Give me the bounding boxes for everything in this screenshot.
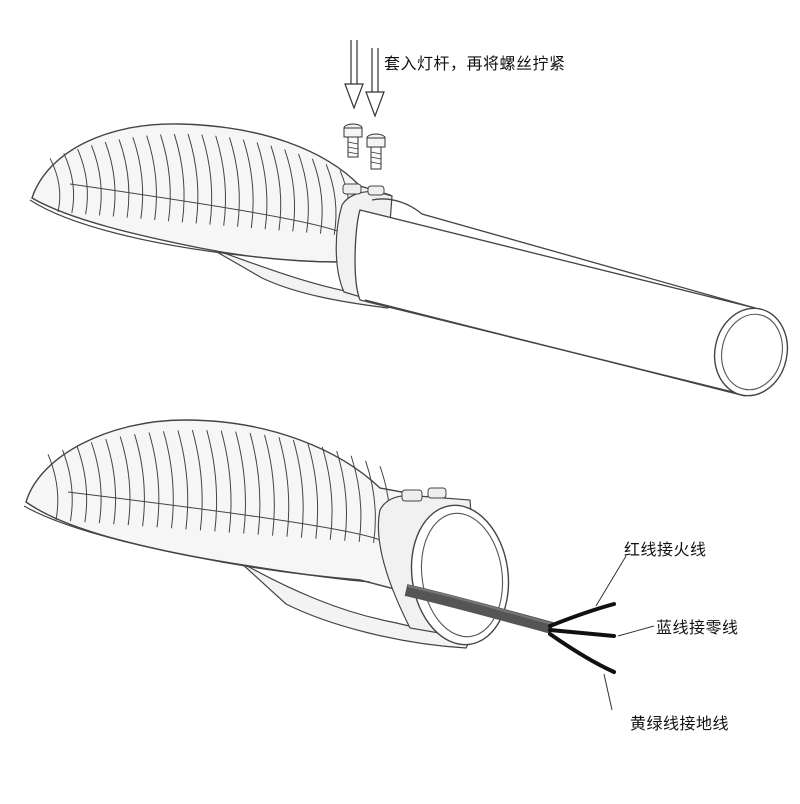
red-wire-label: 红线接火线 bbox=[624, 540, 707, 559]
fin-rib bbox=[132, 137, 144, 219]
fin-rib bbox=[298, 153, 309, 233]
fin-rib bbox=[61, 449, 73, 522]
fin-rib bbox=[201, 134, 213, 225]
top-cooling-fins bbox=[49, 133, 351, 237]
fin-rib bbox=[321, 446, 333, 540]
fin-rib bbox=[215, 135, 227, 226]
power-cable bbox=[404, 584, 554, 634]
fin-rib bbox=[148, 432, 160, 528]
pole-end-inner bbox=[721, 313, 783, 391]
fin-rib bbox=[49, 158, 61, 213]
bottom-screw-boss-2 bbox=[427, 487, 447, 499]
lamp-with-wires-assembly bbox=[23, 419, 655, 711]
fin-rib bbox=[47, 454, 59, 521]
yellow-green-wire-label: 黄绿线接地线 bbox=[630, 714, 730, 733]
pole-bottom-edge bbox=[364, 299, 746, 397]
fin-rib bbox=[264, 434, 275, 536]
down-arrow-icon bbox=[344, 40, 364, 110]
red-wire-leader bbox=[595, 555, 627, 607]
fin-rib bbox=[104, 141, 116, 217]
fin-rib bbox=[177, 430, 189, 530]
fin-rib bbox=[270, 145, 282, 231]
fin-inner-rail bbox=[67, 491, 381, 541]
fin-rib bbox=[256, 142, 268, 230]
fin-rib bbox=[63, 153, 75, 214]
screw-icon bbox=[366, 133, 386, 170]
fin-rib bbox=[146, 135, 157, 221]
bottom-lamp-shell bbox=[25, 419, 419, 593]
fin-rib bbox=[206, 429, 218, 532]
fin-rib bbox=[90, 442, 102, 524]
pole-top-edge bbox=[371, 198, 756, 309]
down-arrow-icon bbox=[365, 48, 385, 118]
fin-rib bbox=[325, 164, 337, 235]
blue-wire-label: 蓝线接零线 bbox=[656, 618, 739, 637]
insert-pole-instruction-label: 套入灯杆，再将螺丝拧紧 bbox=[384, 54, 566, 73]
fin-rib bbox=[191, 429, 203, 531]
fin-rib bbox=[350, 455, 362, 542]
top-lamp-rim bbox=[29, 199, 341, 263]
bottom-screw-boss-1 bbox=[401, 489, 423, 502]
lamp-with-pole-assembly bbox=[29, 123, 789, 397]
top-screw-boss-2 bbox=[367, 185, 385, 196]
fin-rib bbox=[187, 133, 199, 224]
blue-neutral-wire bbox=[548, 628, 616, 638]
fin-rib bbox=[118, 139, 130, 218]
fin-rib bbox=[134, 434, 145, 527]
fin-rib bbox=[336, 450, 347, 541]
fin-rib bbox=[90, 145, 102, 216]
screw-icon bbox=[343, 123, 363, 158]
fin-rib bbox=[77, 148, 88, 215]
fin-rib bbox=[292, 439, 304, 538]
fin-rib bbox=[76, 445, 88, 523]
fin-rib bbox=[119, 436, 131, 526]
power-cable-highlight bbox=[407, 585, 553, 625]
yellow-green-earth-wire bbox=[548, 632, 616, 674]
fin-rib bbox=[229, 137, 240, 227]
fin-inner-rail bbox=[69, 183, 341, 233]
fin-rib bbox=[307, 443, 319, 539]
yellow-green-wire-leader bbox=[603, 673, 613, 711]
fin-rib bbox=[220, 430, 232, 533]
fin-rib bbox=[242, 139, 254, 229]
fin-rib bbox=[365, 460, 376, 544]
top-screw-boss-1 bbox=[342, 183, 362, 195]
red-live-wire bbox=[548, 602, 616, 628]
fin-rib bbox=[284, 149, 296, 232]
fin-rib bbox=[173, 133, 185, 223]
fin-rib bbox=[249, 432, 261, 535]
fin-rib bbox=[278, 437, 290, 537]
fin-rib bbox=[162, 431, 174, 529]
pole-body bbox=[354, 209, 756, 396]
bottom-lamp-rim bbox=[23, 505, 371, 583]
blue-wire-leader bbox=[617, 625, 655, 637]
fin-rib bbox=[105, 438, 117, 525]
fin-rib bbox=[160, 134, 171, 222]
fin-rib bbox=[235, 431, 246, 534]
